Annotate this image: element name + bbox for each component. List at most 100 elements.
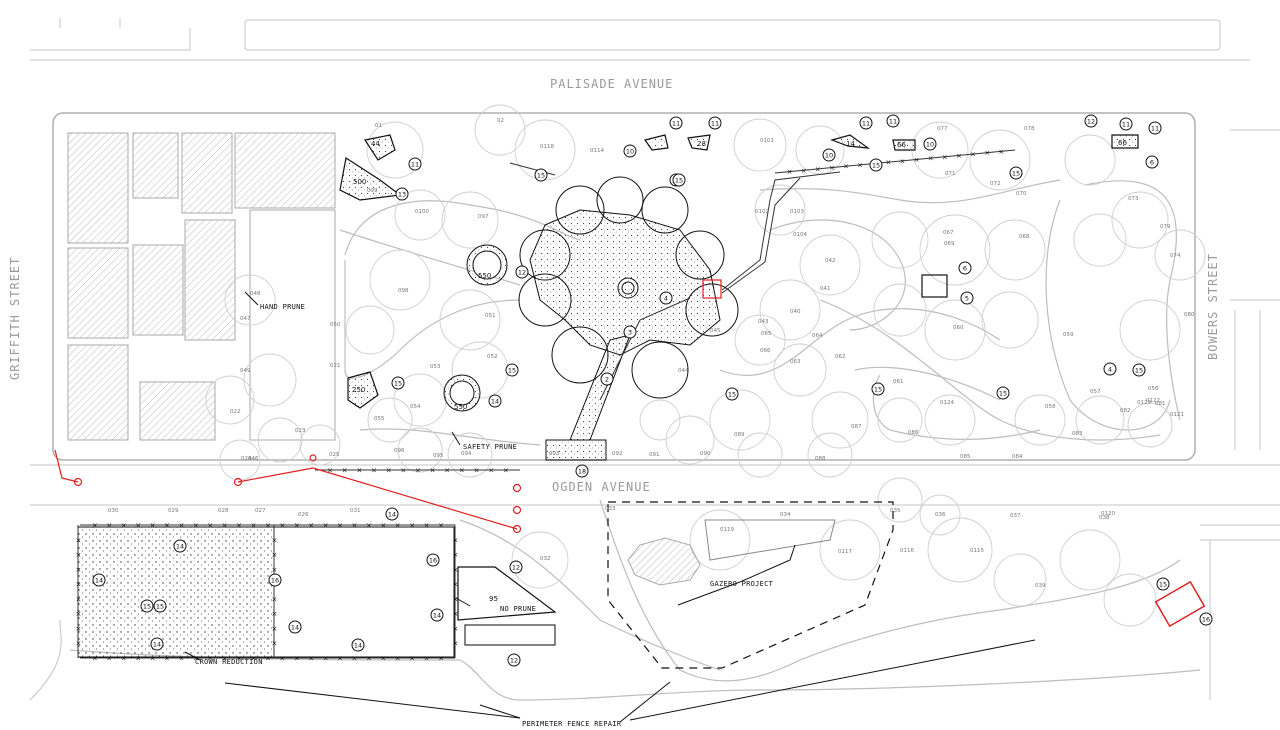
callout-number: 4 [664,294,668,302]
callout-number: 4 [1108,365,1112,373]
callout-number: 15 [143,602,151,610]
callout-bubble: 14 [150,637,164,651]
tree-id: 054 [410,404,421,410]
fence-x-marker: × [272,610,278,618]
callout-bubble: 12 [515,265,529,279]
fence-x-marker: × [337,655,343,663]
tree-id: 066 [760,348,771,354]
fence-x-marker: × [438,522,444,530]
callout-number: 16 [429,556,437,564]
callout-bubble: 14 [173,539,187,553]
callout-number: 11 [1151,124,1159,132]
fence-x-marker: × [409,522,415,530]
fence-x-marker: × [942,153,948,161]
tree-id: 029 [168,508,179,514]
tree-id: 0114 [590,148,604,154]
tree-id: 046 [248,456,259,462]
tree-id: 080 [1184,312,1195,318]
fence-x-marker: × [76,551,82,559]
callout-bubble: 15 [871,382,885,396]
walkways [69,179,1201,701]
callout-number: 15 [874,385,882,393]
fence-x-marker: × [178,655,184,663]
fence-lines [77,149,1016,659]
callout-bubble: 10 [923,137,937,151]
tree-id: 045 [710,328,721,334]
fence-x-marker: × [76,610,82,618]
tree-id: 099 [367,188,378,194]
fence-x-marker: × [327,467,333,475]
fence-x-marker: × [453,581,459,589]
tree-id: 067 [943,230,954,236]
area-label: 14 [846,140,855,148]
tree-id: 055 [374,416,385,422]
callout-number: 13 [398,190,406,198]
fence-x-marker: × [453,640,459,648]
tree-id: 079 [1160,224,1171,230]
fence-x-marker: × [272,625,278,633]
callout-bubble: 11 [1148,121,1162,135]
callout-bubble: 4 [659,291,673,305]
callout-bubble: 11 [408,157,422,171]
callout-bubble: 14 [288,620,302,634]
tree-id: 087 [851,424,862,430]
tree-id: 082 [1120,408,1131,414]
fence-x-marker: × [135,522,141,530]
callout-number: 12 [510,656,518,664]
fence-x-marker: × [272,566,278,574]
callout-number: 11 [672,119,680,127]
tree-id: 026 [298,512,309,518]
fence-x-marker: × [900,157,906,165]
callout-number: 14 [95,576,103,584]
callout-bubble: 15 [725,387,739,401]
fence-x-marker: × [279,655,285,663]
fence-x-marker: × [453,536,459,544]
fence-x-marker: × [453,610,459,618]
tree-id: 063 [790,359,801,365]
tree-id: 083 [1072,431,1083,437]
tree-id: 048 [250,291,261,297]
playground [518,171,841,461]
callout-number: 15 [728,390,736,398]
callout-bubble: 10 [822,148,836,162]
callout-number: 15 [1135,366,1143,374]
tree-id: 034 [780,512,791,518]
callout-number: 15 [508,366,516,374]
tree-id: 0101 [760,138,774,144]
tree-id: 025 [329,452,340,458]
fence-x-marker: × [424,655,430,663]
fence-x-marker: × [150,522,156,530]
fence-x-marker: × [178,522,184,530]
callout-bubble: 15 [869,158,883,172]
tree-id: 098 [398,288,409,294]
fence-x-marker: × [251,522,257,530]
fence-x-marker: × [430,467,436,475]
tree-id: 091 [649,452,660,458]
tree-id: 068 [1019,234,1030,240]
leader-arrows [184,291,1036,723]
callout-bubble: 15 [996,386,1010,400]
tree-id: 044 [678,368,689,374]
tree-id: 088 [815,456,826,462]
fence-x-marker: × [294,655,300,663]
callout-number: 5 [965,294,969,302]
tree-id: 053 [430,364,441,370]
fence-x-marker: × [371,467,377,475]
tree-id: 031 [350,508,361,514]
callout-number: 15 [1012,169,1020,177]
fence-x-marker: × [801,167,807,175]
tree-id: 0122 [1146,398,1160,404]
callout-number: 14 [388,510,396,518]
street-griffith-street: GRIFFITH STREET [8,257,22,380]
callout-bubble: 15 [391,376,405,390]
tree-id: 01 [375,123,382,129]
callout-bubble: 14 [385,507,399,521]
fence-x-marker: × [121,655,127,663]
fence-x-marker: × [308,655,314,663]
callout-bubble: 12 [509,560,523,574]
callout-number: 12 [512,563,520,571]
callout-bubble: 11 [669,116,683,130]
callout-number: 15 [999,389,1007,397]
fence-x-marker: × [914,156,920,164]
